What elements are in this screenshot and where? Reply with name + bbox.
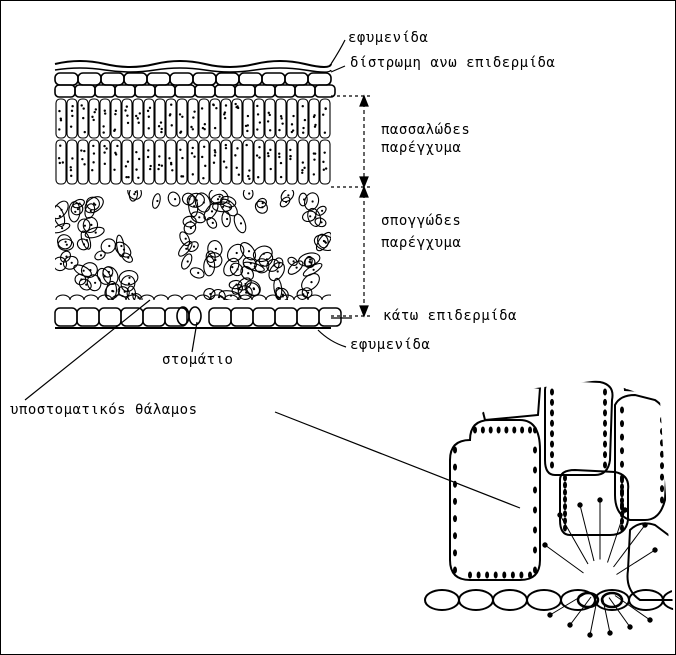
- palisade-cells: [56, 99, 330, 184]
- label-substomatal-chamber: υποστοματικόs θάλαμοs: [10, 402, 198, 418]
- upper-cuticle: [55, 61, 331, 72]
- upper-epidermis-cells: [55, 73, 335, 97]
- layer-brackets: [331, 96, 372, 316]
- label-upper-epidermis: δίστρωμη ανω επιδερμίδα: [350, 55, 555, 71]
- magnified-stoma-detail: [425, 349, 676, 610]
- label-lower-epidermis: κάτω επιδερμίδα: [383, 308, 517, 324]
- label-cuticle-top: εφυμενίδα: [348, 30, 428, 46]
- label-palisade-2: παρέγχυμα: [381, 140, 461, 156]
- label-spongy-2: παρέγχυμα: [381, 235, 461, 251]
- label-cuticle-bottom: εφυμενίδα: [350, 337, 430, 353]
- label-stoma: στομάτιο: [162, 352, 233, 368]
- spongy-cells: [50, 182, 338, 307]
- label-palisade-1: πασσαλώδεs: [381, 122, 470, 138]
- label-spongy-1: σπογγώδεs: [381, 213, 461, 229]
